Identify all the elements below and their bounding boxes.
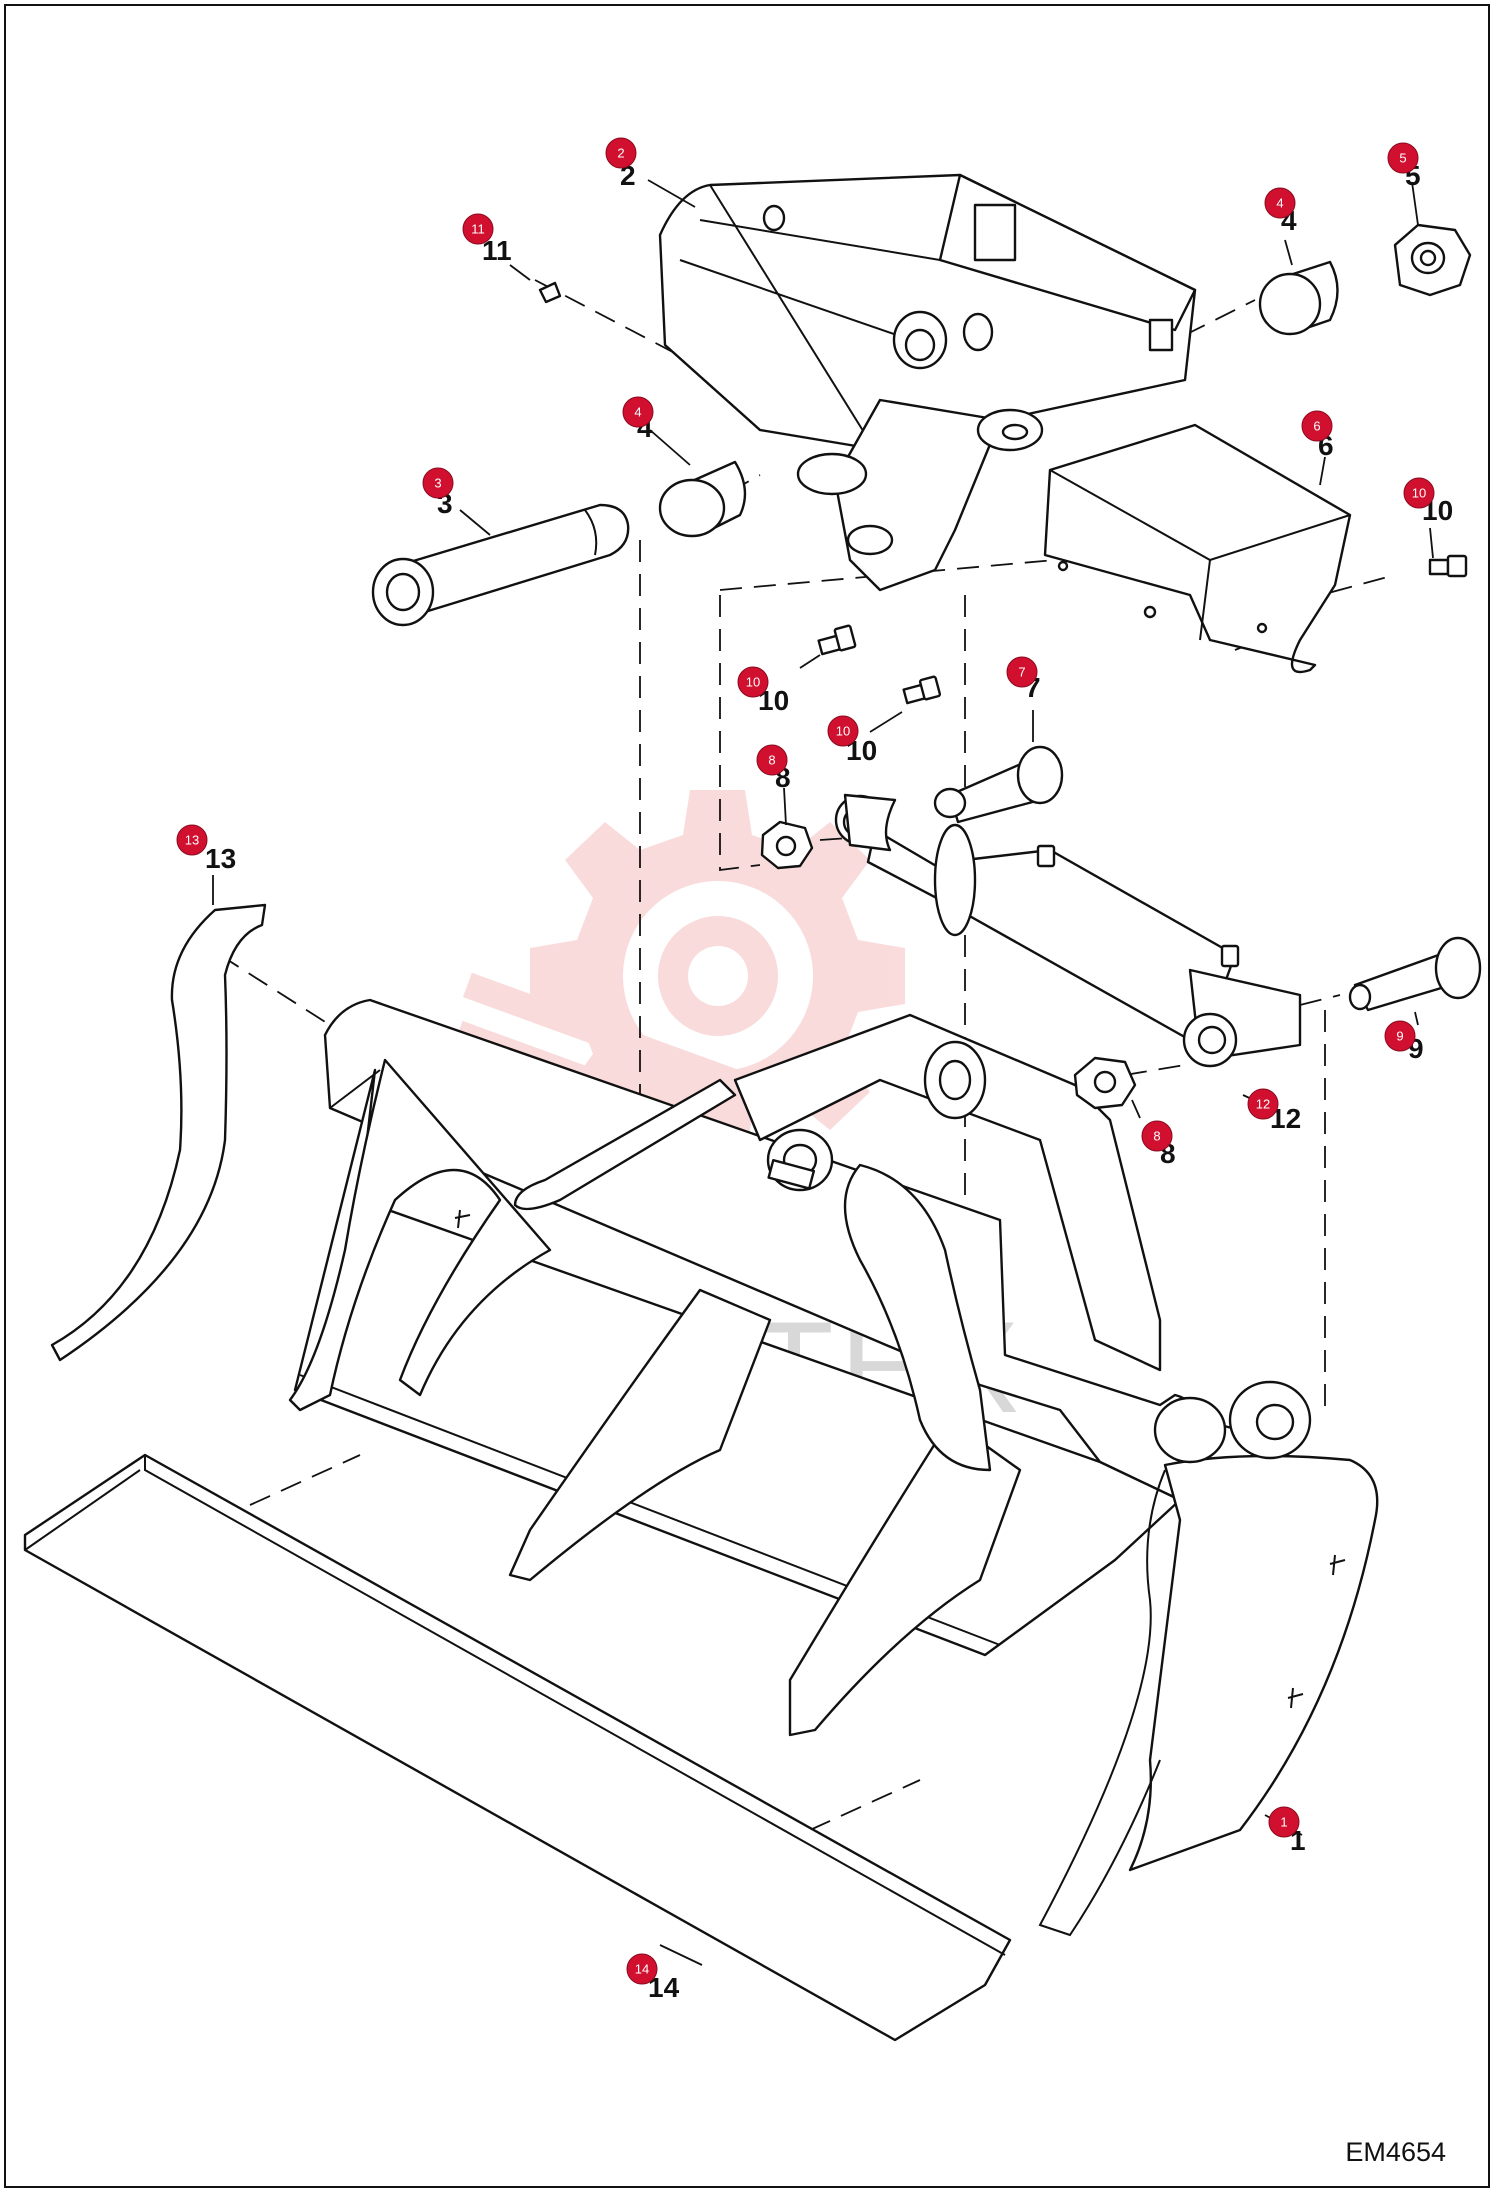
svg-text:6: 6 bbox=[1313, 419, 1320, 434]
part-13-tooth bbox=[50, 903, 267, 1362]
svg-text:11: 11 bbox=[471, 222, 485, 237]
part-9-pin bbox=[1348, 936, 1482, 1012]
callout-12[interactable]: 12 bbox=[1247, 1088, 1279, 1120]
part-8-nut-lower bbox=[1073, 1056, 1137, 1110]
part-6-guard bbox=[1043, 423, 1352, 674]
callout-4-upper[interactable]: 4 bbox=[1264, 187, 1296, 219]
callout-7[interactable]: 7 bbox=[1006, 656, 1038, 688]
part-8-nut-upper bbox=[760, 820, 814, 870]
svg-text:13: 13 bbox=[185, 833, 199, 848]
callout-10-right[interactable]: 10 bbox=[1403, 477, 1435, 509]
svg-text:4: 4 bbox=[634, 405, 641, 420]
callout-14[interactable]: 14 bbox=[626, 1953, 658, 1985]
callout-2[interactable]: 2 bbox=[605, 137, 637, 169]
svg-text:12: 12 bbox=[1256, 1097, 1270, 1112]
svg-text:1: 1 bbox=[1280, 1815, 1287, 1830]
callout-4-lower[interactable]: 4 bbox=[622, 396, 654, 428]
part-11-grease-fitting bbox=[538, 281, 562, 304]
part-5-nut bbox=[1393, 223, 1472, 297]
part-10-bolt-right bbox=[1428, 554, 1468, 578]
part-3-pin bbox=[371, 503, 630, 627]
part-7-pin bbox=[944, 745, 1064, 824]
callout-10-middle[interactable]: 10 bbox=[827, 715, 859, 747]
part-4-bushing-lower bbox=[658, 460, 747, 538]
svg-text:14: 14 bbox=[635, 1962, 649, 1977]
callout-6[interactable]: 6 bbox=[1301, 410, 1333, 442]
part-1-grapple-frame bbox=[288, 998, 1379, 1937]
part-12-hydraulic-cylinder bbox=[834, 787, 1302, 1068]
svg-text:2: 2 bbox=[617, 146, 624, 161]
part-10-bolt-left bbox=[817, 624, 857, 656]
svg-text:10: 10 bbox=[1412, 486, 1426, 501]
callout-5[interactable]: 5 bbox=[1387, 142, 1419, 174]
part-4-bushing-upper bbox=[1258, 260, 1339, 336]
svg-text:10: 10 bbox=[746, 675, 760, 690]
callout-3[interactable]: 3 bbox=[422, 467, 454, 499]
svg-text:5: 5 bbox=[1399, 151, 1406, 166]
callout-9[interactable]: 9 bbox=[1384, 1020, 1416, 1052]
part-2-coupler-mount bbox=[658, 173, 1197, 592]
svg-text:8: 8 bbox=[1153, 1129, 1160, 1144]
part-10-bolt-middle bbox=[902, 675, 942, 705]
callout-11[interactable]: 11 bbox=[462, 213, 494, 245]
svg-text:3: 3 bbox=[434, 476, 441, 491]
svg-text:10: 10 bbox=[836, 724, 850, 739]
part-14-cutting-edge bbox=[23, 1453, 1012, 2042]
callout-13[interactable]: 13 bbox=[176, 824, 208, 856]
callout-10-left[interactable]: 10 bbox=[737, 666, 769, 698]
svg-text:9: 9 bbox=[1396, 1029, 1403, 1044]
number-13: 13 bbox=[205, 843, 236, 874]
callout-8-upper[interactable]: 8 bbox=[756, 744, 788, 776]
callout-8-lower[interactable]: 8 bbox=[1141, 1120, 1173, 1152]
drawing-id-label: EM4654 bbox=[1345, 2137, 1446, 2167]
callout-1[interactable]: 1 bbox=[1268, 1806, 1300, 1838]
svg-text:4: 4 bbox=[1276, 196, 1283, 211]
svg-text:8: 8 bbox=[768, 753, 775, 768]
drawing-frame bbox=[4, 4, 1490, 2188]
svg-text:7: 7 bbox=[1018, 665, 1025, 680]
